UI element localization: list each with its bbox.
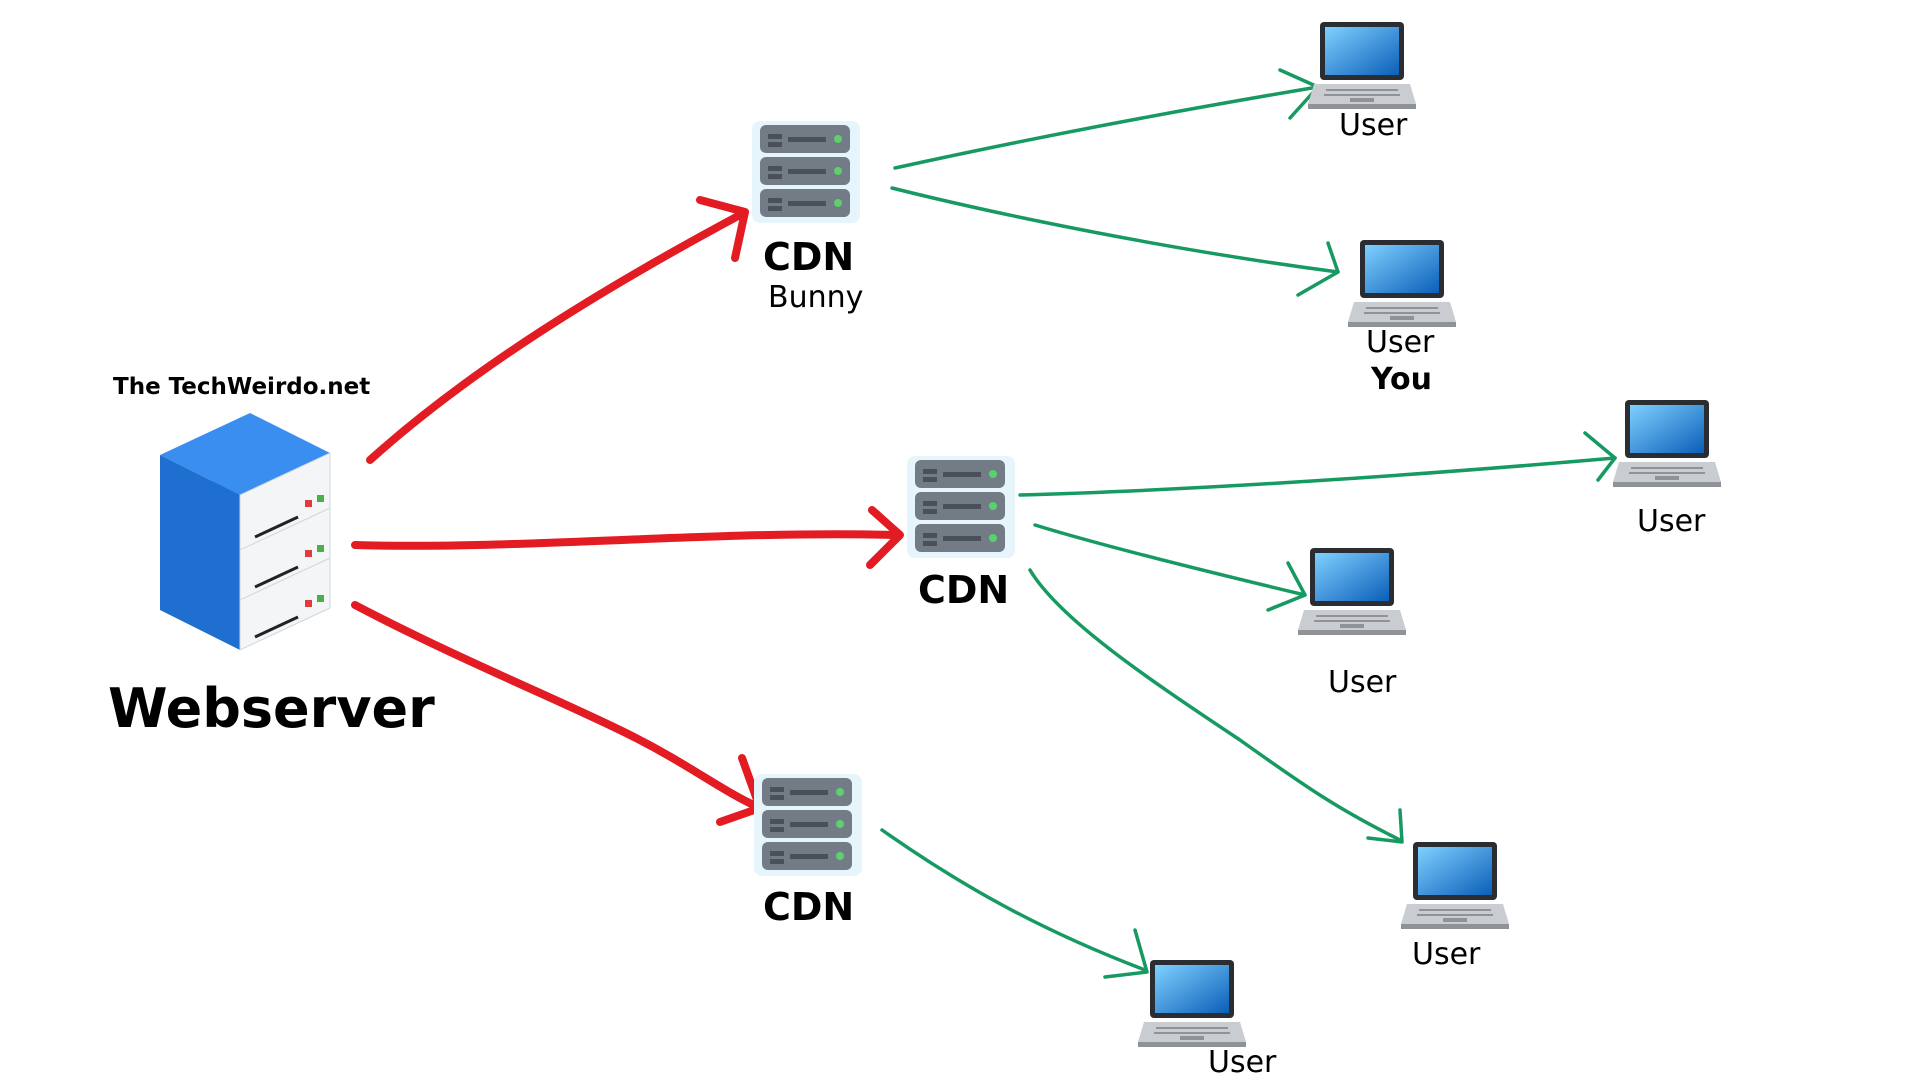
webserver-label: Webserver: [108, 677, 435, 740]
user-sublabel: You: [1371, 362, 1432, 397]
webserver-stack-icon: [160, 413, 331, 651]
user-label: User: [1366, 325, 1435, 360]
cdn-server-icon: [907, 456, 1015, 558]
edge-cdn2-user3: [1018, 431, 1617, 497]
edge-cdn2-user4: [1033, 523, 1307, 612]
user-label: User: [1339, 108, 1408, 143]
cdn-server-icon: [754, 774, 862, 876]
cdn-sublabel: Bunny: [768, 280, 864, 315]
laptop-icon: [1348, 240, 1456, 327]
edge-cdn3-user6: [880, 828, 1149, 979]
laptop-icon: [1298, 548, 1406, 635]
edge-cdn2-user5: [1028, 568, 1404, 844]
laptop-icon: [1138, 960, 1246, 1047]
laptop-icon: [1401, 842, 1509, 929]
user-label: User: [1208, 1045, 1277, 1080]
user-label: User: [1637, 504, 1706, 539]
brand-label: The TechWeirdo.net: [113, 374, 371, 400]
cdn-label: CDN: [918, 568, 1010, 612]
laptop-icon: [1308, 22, 1416, 109]
edge-cdn1-user1: [893, 68, 1320, 170]
user-label: User: [1328, 665, 1397, 700]
edge-webserver-cdn1: [366, 196, 749, 464]
laptop-icon: [1613, 400, 1721, 487]
cdn-server-icon: [752, 121, 860, 223]
edge-webserver-cdn2: [351, 506, 904, 569]
cdn-label: CDN: [763, 885, 855, 929]
edge-cdn1-user2: [890, 186, 1340, 297]
cdn-label: CDN: [763, 235, 855, 279]
user-label: User: [1412, 937, 1481, 972]
